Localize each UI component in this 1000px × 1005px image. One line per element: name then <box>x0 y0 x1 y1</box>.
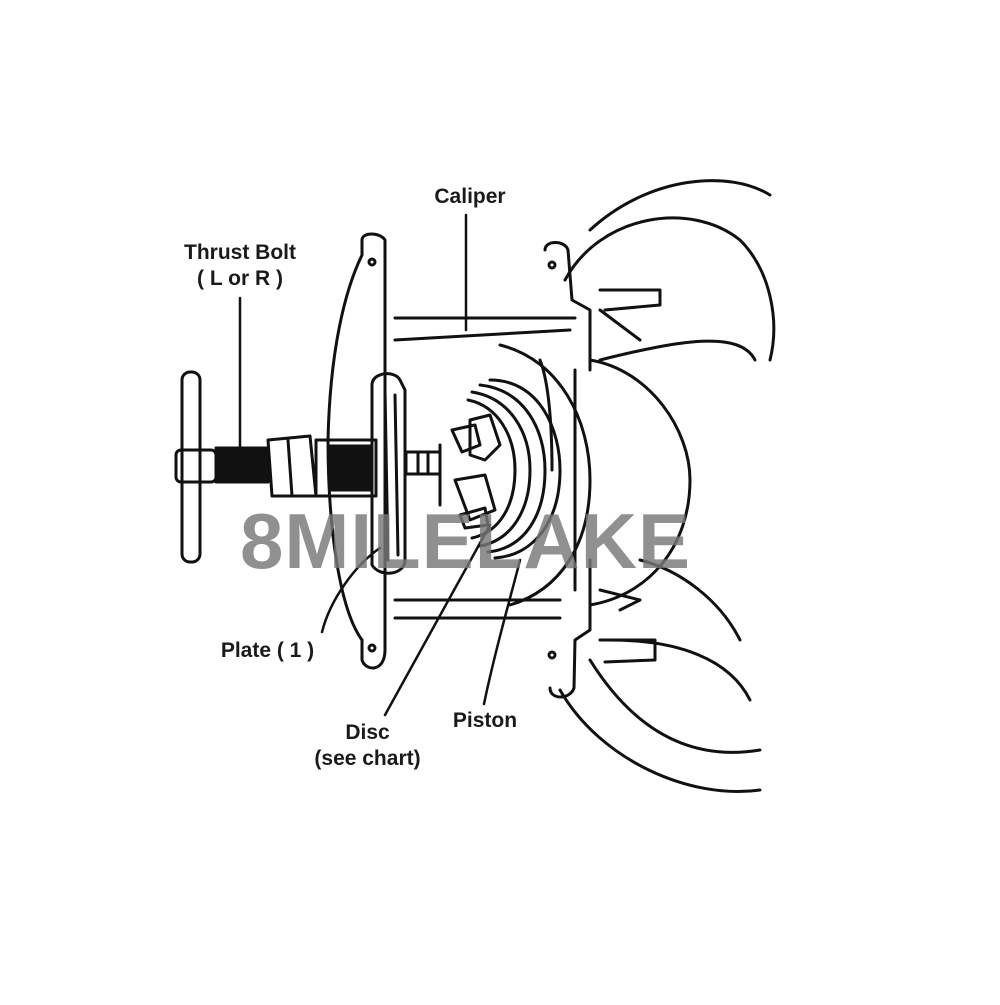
disc-leader <box>383 523 492 717</box>
caliper-body <box>326 232 692 699</box>
disc-label: Disc (see chart) <box>300 720 435 772</box>
piston-label: Piston <box>440 708 530 734</box>
caliper-label: Caliper <box>405 184 535 210</box>
piston-leader <box>482 558 522 706</box>
disc-label-line1: Disc <box>345 721 390 744</box>
wheel-outline <box>558 179 776 793</box>
watermark-text: 8MILELAKE <box>240 497 692 585</box>
leader-lines <box>238 213 522 717</box>
thrust-bolt-label: Thrust Bolt ( L or R ) <box>160 240 320 292</box>
thrust-bolt <box>174 370 442 564</box>
disc-label-line2: (see chart) <box>314 747 421 770</box>
piston <box>466 378 562 560</box>
plate-leader <box>320 546 382 634</box>
plate-label: Plate ( 1 ) <box>205 638 330 664</box>
plate-label-text: Plate ( 1 ) <box>220 639 315 662</box>
thrust-bolt-label-line1: Thrust Bolt <box>184 241 296 264</box>
thrust-bolt-label-line2: ( L or R ) <box>197 267 283 290</box>
caliper-label-text: Caliper <box>434 185 506 208</box>
piston-label-text: Piston <box>452 709 518 732</box>
